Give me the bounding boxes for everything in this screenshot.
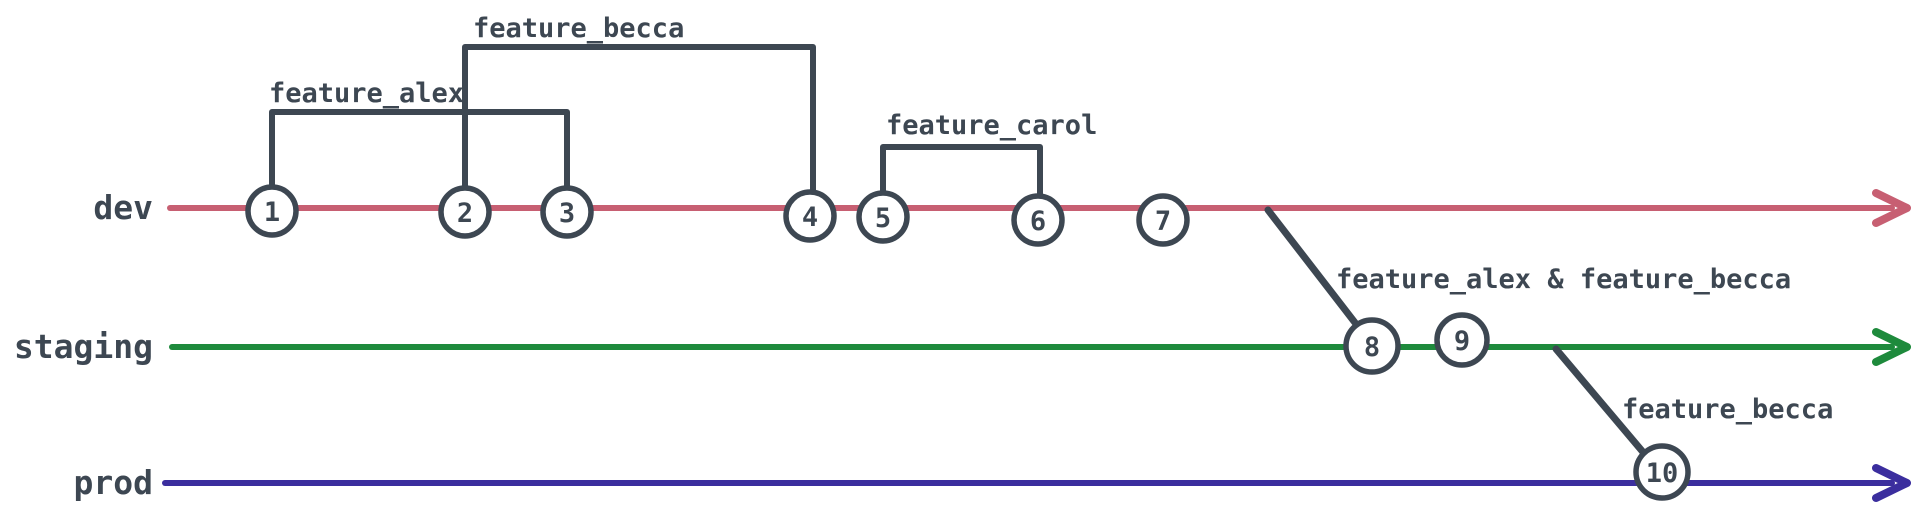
commit-2: 2 bbox=[438, 185, 492, 239]
commit-label-9: 9 bbox=[1454, 326, 1470, 357]
branch-arrow-staging-icon bbox=[1872, 328, 1911, 366]
commit-label-6: 6 bbox=[1030, 206, 1046, 237]
commit-node-2 bbox=[438, 185, 492, 239]
commit-9: 9 bbox=[1434, 312, 1490, 368]
commit-node-6 bbox=[1011, 193, 1065, 247]
branch-arrow-prod-icon bbox=[1872, 464, 1911, 502]
commit-node-9 bbox=[1434, 312, 1490, 368]
branch-label-dev: dev bbox=[93, 188, 153, 227]
commit-label-1: 1 bbox=[264, 197, 280, 228]
feature-bracket-carol: feature_carol bbox=[880, 110, 1097, 200]
branch-arrow-dev-icon bbox=[1872, 189, 1911, 227]
commit-node-5 bbox=[856, 190, 910, 244]
commit-7: 7 bbox=[1136, 193, 1190, 247]
commit-10: 10 bbox=[1633, 443, 1691, 501]
branch-dev: dev bbox=[93, 188, 1911, 227]
feature-bracket-alex-outline bbox=[269, 109, 570, 192]
merge-dev-to-staging: feature_alex & feature_becca bbox=[1264, 206, 1791, 337]
feature-bracket-alex: feature_alex bbox=[269, 78, 570, 192]
commit-label-4: 4 bbox=[802, 202, 818, 233]
merge-label-dev-staging: feature_alex & feature_becca bbox=[1336, 264, 1791, 295]
commit-label-7: 7 bbox=[1155, 206, 1171, 237]
commit-label-5: 5 bbox=[875, 203, 891, 234]
feature-bracket-becca: feature_becca bbox=[462, 13, 816, 196]
branch-prod: prod bbox=[74, 463, 1911, 502]
commit-node-4 bbox=[783, 189, 837, 243]
feature-label-carol: feature_carol bbox=[886, 110, 1097, 141]
merge-line-dev-staging bbox=[1264, 206, 1367, 337]
commit-label-10: 10 bbox=[1646, 458, 1679, 489]
merge-staging-to-prod: feature_becca bbox=[1552, 345, 1833, 462]
commit-6: 6 bbox=[1011, 193, 1065, 247]
commit-8: 8 bbox=[1343, 317, 1401, 375]
commit-node-3 bbox=[540, 185, 594, 239]
commit-node-7 bbox=[1136, 193, 1190, 247]
commit-node-1 bbox=[245, 184, 299, 238]
merge-line-staging-prod bbox=[1552, 345, 1652, 462]
branch-staging: staging bbox=[14, 327, 1911, 366]
commit-label-8: 8 bbox=[1364, 332, 1380, 363]
branch-label-prod: prod bbox=[74, 463, 153, 502]
commit-5: 5 bbox=[856, 190, 910, 244]
merge-label-staging-prod: feature_becca bbox=[1622, 394, 1833, 425]
feature-label-becca: feature_becca bbox=[473, 13, 684, 44]
commit-3: 3 bbox=[540, 185, 594, 239]
branch-label-staging: staging bbox=[14, 327, 153, 366]
commit-node-8 bbox=[1343, 317, 1401, 375]
commit-node-10 bbox=[1633, 443, 1691, 501]
feature-label-alex: feature_alex bbox=[269, 78, 464, 109]
commit-label-3: 3 bbox=[559, 198, 575, 229]
commit-label-2: 2 bbox=[457, 198, 473, 229]
feature-bracket-becca-outline bbox=[462, 44, 816, 196]
commit-4: 4 bbox=[783, 189, 837, 243]
commit-1: 1 bbox=[245, 184, 299, 238]
feature-bracket-carol-outline bbox=[880, 144, 1043, 200]
